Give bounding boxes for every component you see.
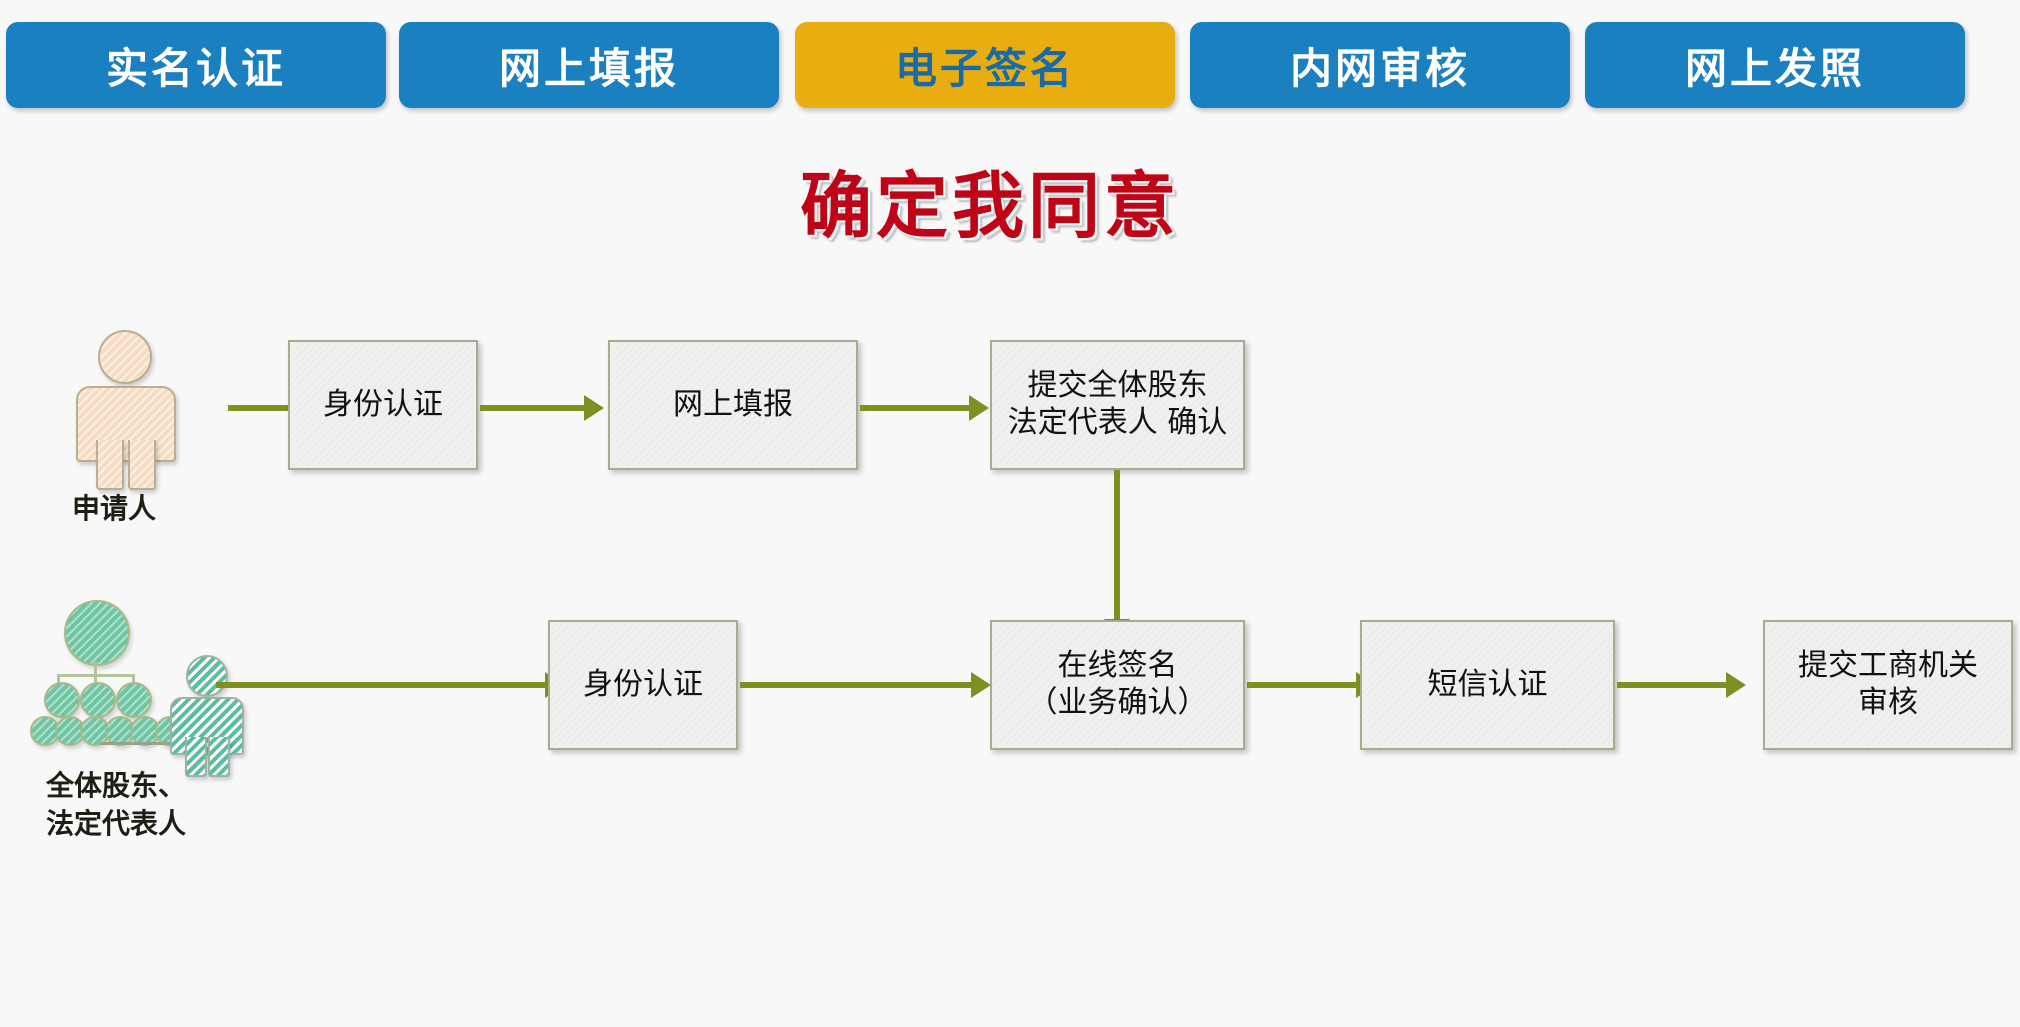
hierarchy-node-mid <box>44 682 80 718</box>
arrow-sms-auth-to-submit-review <box>1617 672 1746 698</box>
hierarchy-node-leaf <box>55 716 85 746</box>
node-label: 身份认证 <box>583 666 703 702</box>
hierarchy-node-leaf <box>130 716 160 746</box>
node-label: 提交工商机关 审核 <box>1798 648 1978 720</box>
arrow-identity-auth-to-online-filing <box>480 395 604 421</box>
arrow-identity-auth-to-online-signature <box>740 672 991 698</box>
tab-label: 电子签名 <box>894 44 1075 92</box>
tab-实名认证[interactable]: 实名认证 <box>6 22 386 108</box>
tab-内网审核[interactable]: 内网审核 <box>1190 22 1570 108</box>
hierarchy-node-mid <box>80 682 116 718</box>
node-online-filing[interactable]: 网上填报 <box>608 340 858 470</box>
hierarchy-link <box>57 674 60 684</box>
person-body-icon <box>170 697 244 755</box>
hierarchy-node-root <box>64 600 130 666</box>
node-label: 身份认证 <box>323 386 443 422</box>
hierarchy-node-leaf <box>80 716 110 746</box>
tab-网上发照[interactable]: 网上发照 <box>1585 22 1965 108</box>
hierarchy-link <box>132 674 135 684</box>
hierarchy-node-mid <box>116 682 152 718</box>
legal-representative-person-icon <box>168 655 248 777</box>
node-identity-auth-2[interactable]: 身份认证 <box>548 620 738 750</box>
hierarchy-link <box>94 662 97 676</box>
shareholders-label: 全体股东、 法定代表人 <box>46 769 187 840</box>
person-head-icon <box>98 330 152 384</box>
node-label: 网上填报 <box>673 386 793 422</box>
arrow-online-signature-to-sms-auth <box>1247 672 1376 698</box>
arrow-applicant-to-identity-auth <box>228 395 311 421</box>
process-step-tabbar: 实名认证 网上填报 电子签名 内网审核 网上发照 <box>0 0 2020 132</box>
hierarchy-baseline <box>100 742 212 745</box>
applicant-person-icon <box>70 330 182 490</box>
arrow-online-filing-to-submit-confirm <box>860 395 989 421</box>
tab-label: 网上发照 <box>1684 44 1865 92</box>
tab-电子签名[interactable]: 电子签名 <box>795 22 1175 108</box>
person-body-icon <box>76 386 176 462</box>
person-leg-left-icon <box>96 440 124 490</box>
tab-label: 内网审核 <box>1289 44 1470 92</box>
person-leg-left-icon <box>185 737 207 777</box>
hierarchy-link <box>94 674 97 684</box>
node-label: 在线签名 （业务确认） <box>1027 648 1208 720</box>
tab-label: 网上填报 <box>498 44 679 92</box>
person-leg-right-icon <box>128 440 156 490</box>
group-hierarchy-icon <box>30 600 185 746</box>
node-submit-confirm[interactable]: 提交全体股东 法定代表人 确认 <box>990 340 1245 470</box>
person-leg-right-icon <box>208 737 230 777</box>
node-label: 短信认证 <box>1427 666 1548 702</box>
node-label: 提交全体股东 法定代表人 确认 <box>1007 368 1228 440</box>
arrow-shareholders-to-identity-auth <box>216 672 565 698</box>
node-submit-review[interactable]: 提交工商机关 审核 <box>1763 620 2013 750</box>
person-head-icon <box>186 655 228 697</box>
node-identity-auth-1[interactable]: 身份认证 <box>288 340 478 470</box>
arrow-submit-confirm-to-online-signature <box>1104 470 1130 639</box>
applicant-label: 申请人 <box>72 492 157 525</box>
tab-label: 实名认证 <box>105 44 286 92</box>
node-online-signature[interactable]: 在线签名 （业务确认） <box>990 620 1245 750</box>
node-sms-auth[interactable]: 短信认证 <box>1360 620 1615 750</box>
tab-网上填报[interactable]: 网上填报 <box>399 22 779 108</box>
